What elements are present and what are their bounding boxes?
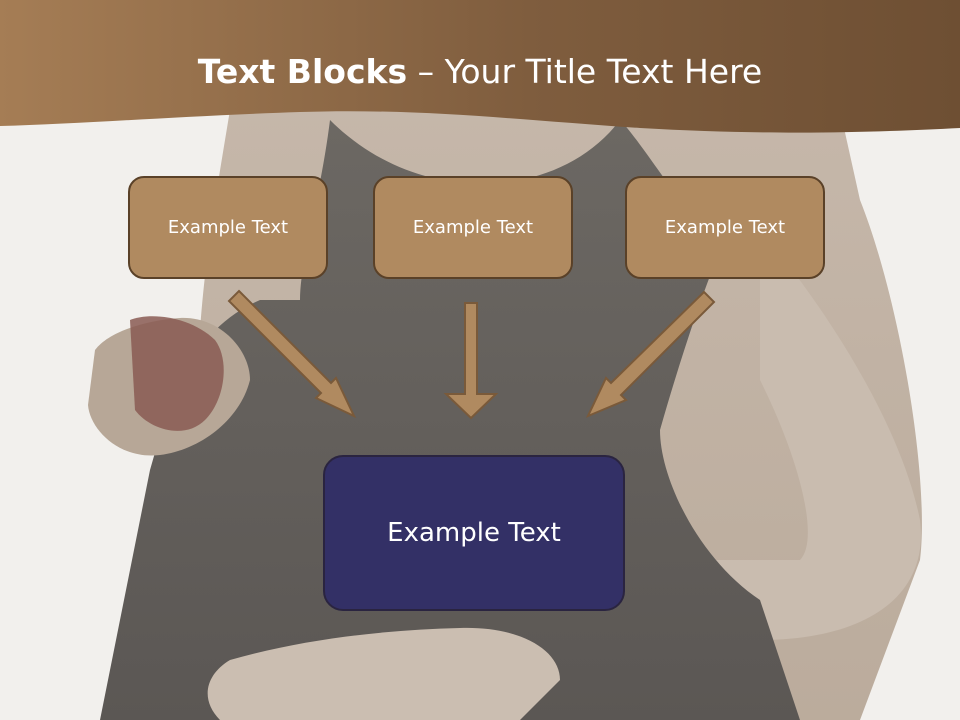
text-block-2-label: Example Text xyxy=(412,217,534,238)
arrow-right xyxy=(585,290,716,418)
text-block-1-label: Example Text xyxy=(167,217,289,238)
text-block-3-label: Example Text xyxy=(664,217,786,238)
target-block: Example Text xyxy=(323,455,625,611)
arrow-center xyxy=(443,302,499,420)
title-rest: Your Title Text Here xyxy=(444,52,763,91)
text-block-3: Example Text xyxy=(625,176,825,279)
arrow-left xyxy=(227,289,357,419)
text-block-2: Example Text xyxy=(373,176,573,279)
text-block-1: Example Text xyxy=(128,176,328,279)
title-separator: – xyxy=(407,52,445,91)
slide-title: Text Blocks – Your Title Text Here xyxy=(0,52,960,91)
title-bold: Text Blocks xyxy=(197,52,408,91)
target-block-label: Example Text xyxy=(387,518,561,548)
